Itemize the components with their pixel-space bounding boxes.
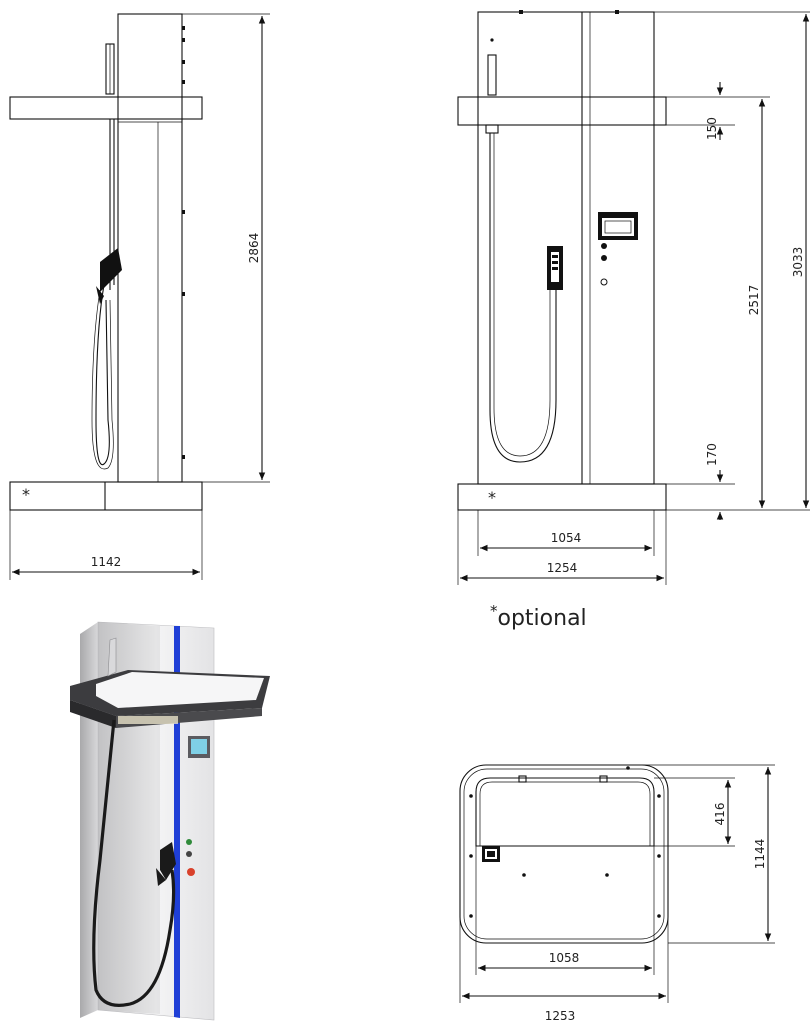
side-base [9,481,203,511]
front-hose [489,133,557,463]
side-nozzle-icon [100,248,122,292]
dispenser-render [70,621,270,1021]
optional-footnote: *optional [490,602,587,631]
side-column [117,13,183,483]
side-view: * 2864 1142 [9,13,270,580]
plan-outer-width-dim: 1253 [545,1009,576,1023]
front-canopy [457,96,667,126]
side-width-dim: 1142 [91,555,122,569]
side-hose-loop [95,284,110,466]
front-body-height-dim: 2517 [747,285,761,316]
plan-recess-dim: 416 [713,803,727,826]
plan-view: 416 1144 1058 1253 [459,764,775,1023]
front-total-height-dim: 3033 [791,247,805,278]
side-height-dim: 2864 [247,233,261,264]
plan-recess [475,777,655,847]
front-base-marker: * [488,488,496,507]
front-column [477,11,655,485]
plan-outline [459,764,669,944]
front-inner-width-dim: 1054 [551,531,582,545]
render-hose [92,719,176,1007]
front-top-offset-dim: 150 [705,117,719,140]
plan-depth-dim: 1144 [753,839,767,870]
front-button-1 [601,243,607,249]
render-indicator-red [187,868,195,876]
render-indicator-green [186,839,192,845]
front-button-2 [601,255,607,261]
footnote-star: * [490,602,498,620]
side-base-marker: * [22,485,30,504]
front-button-3 [600,278,608,286]
front-outer-width-dim: 1254 [547,561,578,575]
side-canopy [9,96,203,120]
plan-mount-holes [469,766,661,918]
side-screws [182,26,185,459]
render-nozzle-icon [160,842,176,880]
plan-inner-width-dim: 1058 [549,951,580,965]
footnote-text: optional [497,606,587,631]
front-base-height-dim: 170 [705,443,719,466]
front-nozzle-holder [487,54,497,96]
front-base [457,483,667,511]
front-view: * 150 2517 3033 170 1054 1254 [457,10,810,585]
